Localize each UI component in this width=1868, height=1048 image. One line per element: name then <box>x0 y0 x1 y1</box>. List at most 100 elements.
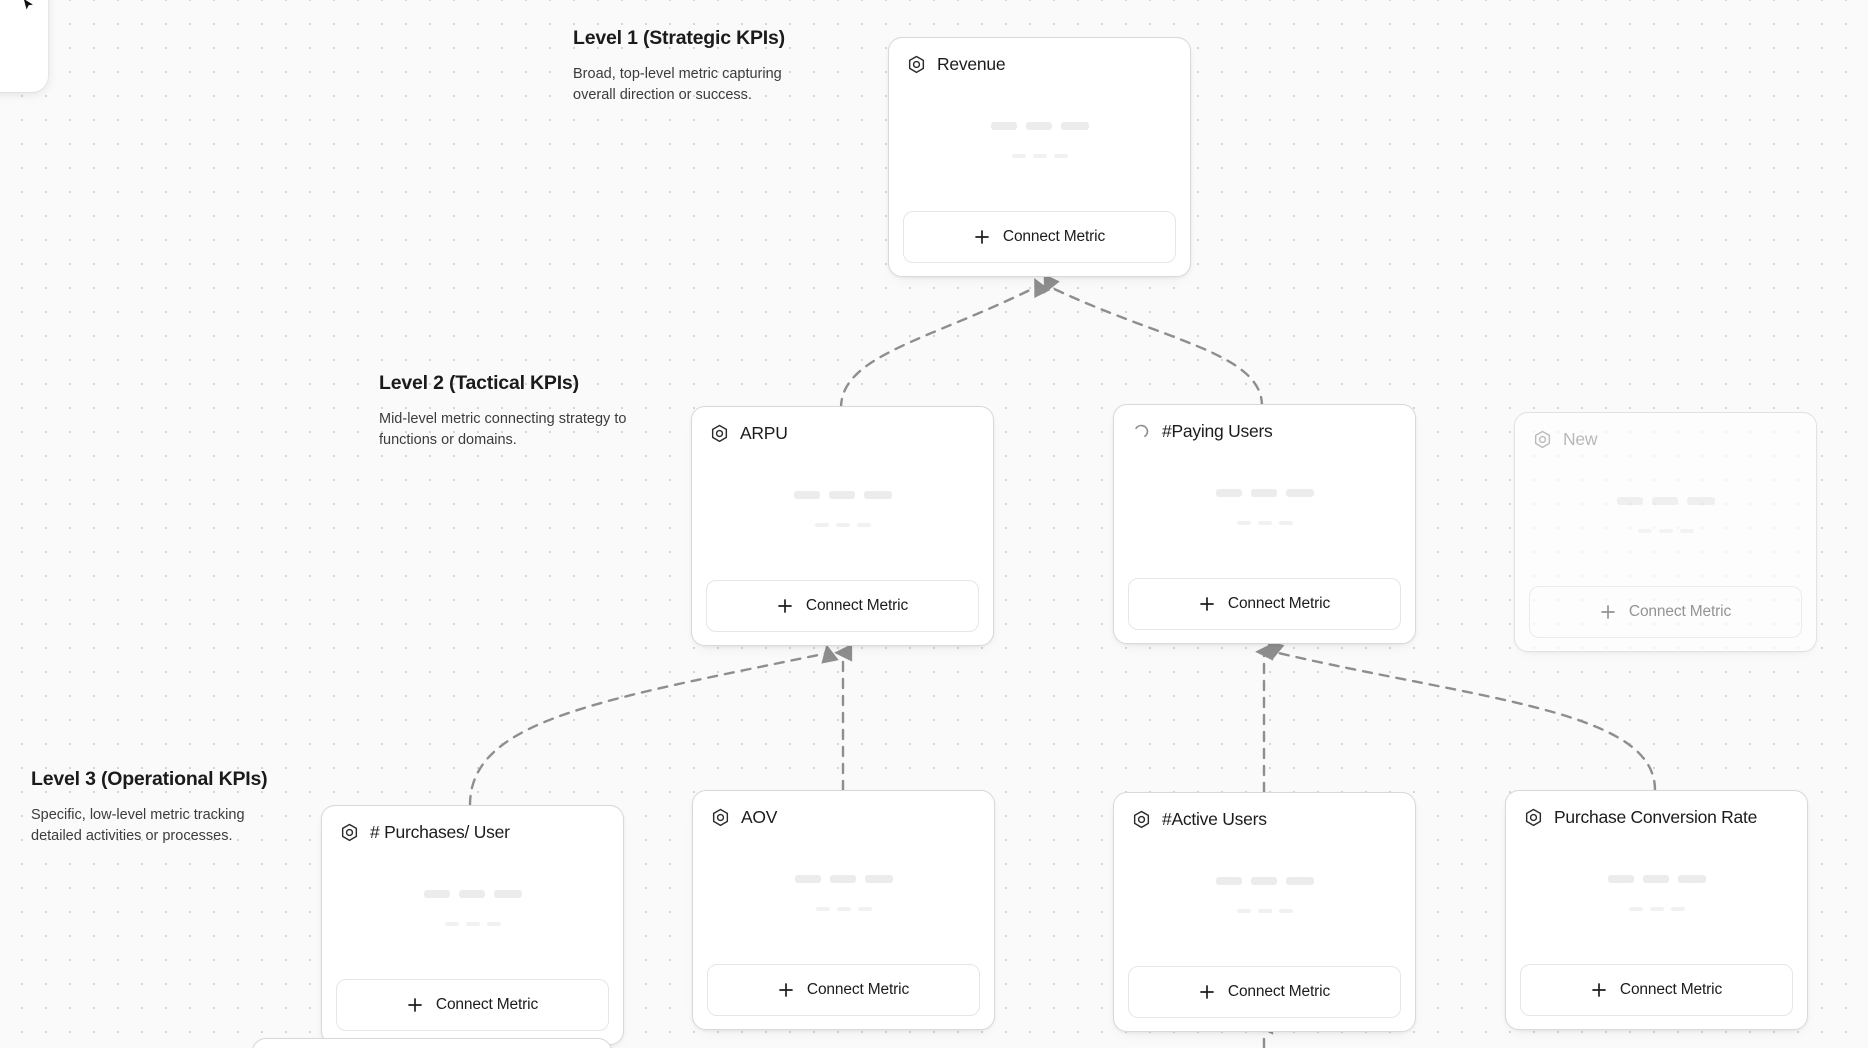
card-skeleton-body <box>1529 450 1802 586</box>
connect-metric-button[interactable]: Connect Metric <box>1529 586 1802 638</box>
skeleton-bar <box>857 907 872 911</box>
connect-metric-button[interactable]: Connect Metric <box>1128 966 1401 1018</box>
connect-metric-button[interactable]: Connect Metric <box>707 964 980 1016</box>
hexagon-target-icon <box>907 55 926 74</box>
skeleton-bar <box>1677 875 1706 883</box>
edge-purchase-conversion-rate-to-paying-users <box>1267 641 1657 792</box>
skeleton-bar <box>1250 877 1277 885</box>
card-skeleton-body <box>1520 828 1793 964</box>
edge-arpu-to-revenue <box>839 277 1051 410</box>
skeleton-bar <box>444 922 459 926</box>
skeleton-row-secondary <box>814 523 871 527</box>
skeleton-bar <box>486 922 501 926</box>
connect-metric-button[interactable]: Connect Metric <box>903 211 1176 263</box>
skeleton-bar <box>465 922 480 926</box>
metric-card-arpu[interactable]: ARPU Connect Metric <box>691 406 994 646</box>
skeleton-row-primary <box>1215 877 1314 885</box>
connect-metric-label: Connect Metric <box>1227 595 1331 612</box>
skeleton-bar <box>1651 497 1678 505</box>
skeleton-bar <box>1032 154 1047 158</box>
skeleton-bar <box>1257 521 1272 525</box>
metric-card-partial-below[interactable] <box>252 1038 612 1048</box>
skeleton-bar <box>1616 497 1643 505</box>
card-title: Purchase Conversion Rate <box>1554 807 1758 827</box>
skeleton-bar <box>1278 521 1293 525</box>
skeleton-row-secondary <box>444 922 501 926</box>
plus-icon <box>1591 982 1607 998</box>
hexagon-target-icon <box>711 808 730 827</box>
connect-metric-button[interactable]: Connect Metric <box>1520 964 1793 1016</box>
floating-toolbar-panel[interactable] <box>0 0 48 92</box>
card-header: Purchase Conversion Rate <box>1520 805 1793 828</box>
skeleton-bar <box>1236 521 1251 525</box>
skeleton-bar <box>1686 497 1715 505</box>
skeleton-bar <box>814 523 829 527</box>
card-header: New <box>1529 427 1802 450</box>
card-skeleton-body <box>706 444 979 580</box>
metric-card-paying-users[interactable]: #Paying Users Connect Metric <box>1113 404 1416 644</box>
metric-card-active-users[interactable]: #Active Users Connect Metric <box>1113 792 1416 1032</box>
skeleton-bar <box>493 890 522 898</box>
card-header: AOV <box>707 805 980 828</box>
hexagon-target-icon <box>1533 430 1552 449</box>
skeleton-bar <box>794 875 821 883</box>
card-skeleton-body <box>903 75 1176 211</box>
level-1-description: Broad, top-level metric capturing overal… <box>573 66 782 104</box>
level-3-description: Specific, low-level metric tracking deta… <box>31 807 245 845</box>
skeleton-bar <box>1025 122 1052 130</box>
hexagon-target-icon <box>1524 808 1543 827</box>
skeleton-bar <box>1649 907 1664 911</box>
connect-metric-label: Connect Metric <box>435 996 539 1013</box>
metric-card-aov[interactable]: AOV Connect Metric <box>692 790 995 1030</box>
skeleton-bar <box>1637 529 1652 533</box>
skeleton-bar <box>1670 907 1685 911</box>
skeleton-bar <box>1658 529 1673 533</box>
skeleton-bar <box>828 491 855 499</box>
skeleton-row-secondary <box>1236 909 1293 913</box>
level-2-title: Level 2 (Tactical KPIs) <box>379 372 579 394</box>
card-title: #Paying Users <box>1162 421 1273 441</box>
card-title: #Active Users <box>1162 809 1267 829</box>
card-header: # Purchases/ User <box>336 820 609 843</box>
skeleton-bar <box>1607 875 1634 883</box>
connect-metric-button[interactable]: Connect Metric <box>1128 578 1401 630</box>
connect-metric-label: Connect Metric <box>1227 983 1331 1000</box>
connect-metric-button[interactable]: Connect Metric <box>336 979 609 1031</box>
metric-card-revenue[interactable]: Revenue Connect Metric <box>888 37 1191 277</box>
skeleton-bar <box>1215 489 1242 497</box>
skeleton-bar <box>856 523 871 527</box>
skeleton-bar <box>1060 122 1089 130</box>
skeleton-row-secondary <box>1628 907 1685 911</box>
skeleton-bar <box>835 523 850 527</box>
card-header: #Active Users <box>1128 807 1401 830</box>
skeleton-bar <box>863 491 892 499</box>
card-header: Revenue <box>903 52 1176 75</box>
connect-metric-button[interactable]: Connect Metric <box>706 580 979 632</box>
skeleton-bar <box>1278 909 1293 913</box>
skeleton-row-primary <box>1215 489 1314 497</box>
level-1-title: Level 1 (Strategic KPIs) <box>573 27 785 49</box>
metric-card-purchases-per-user[interactable]: # Purchases/ User Connect Metric <box>321 805 624 1045</box>
skeleton-bar <box>1628 907 1643 911</box>
skeleton-bar <box>1250 489 1277 497</box>
level-2-description: Mid-level metric connecting strategy to … <box>379 411 627 449</box>
skeleton-bar <box>1053 154 1068 158</box>
skeleton-bar <box>1285 489 1314 497</box>
spinner-icon <box>1132 422 1151 441</box>
skeleton-row-primary <box>793 491 892 499</box>
connect-metric-label: Connect Metric <box>1002 228 1106 245</box>
skeleton-bar <box>793 491 820 499</box>
card-skeleton-body <box>336 843 609 979</box>
skeleton-row-primary <box>794 875 893 883</box>
card-title: Revenue <box>937 54 1006 74</box>
skeleton-bar <box>990 122 1017 130</box>
metric-card-new[interactable]: New Connect Metric <box>1514 412 1817 652</box>
skeleton-bar <box>836 907 851 911</box>
metric-card-purchase-conversion-rate[interactable]: Purchase Conversion Rate Connect Metric <box>1505 790 1808 1030</box>
skeleton-bar <box>1236 909 1251 913</box>
card-skeleton-body <box>1128 442 1401 578</box>
hexagon-target-icon <box>710 424 729 443</box>
plus-icon <box>974 229 990 245</box>
cursor-icon <box>22 0 36 12</box>
